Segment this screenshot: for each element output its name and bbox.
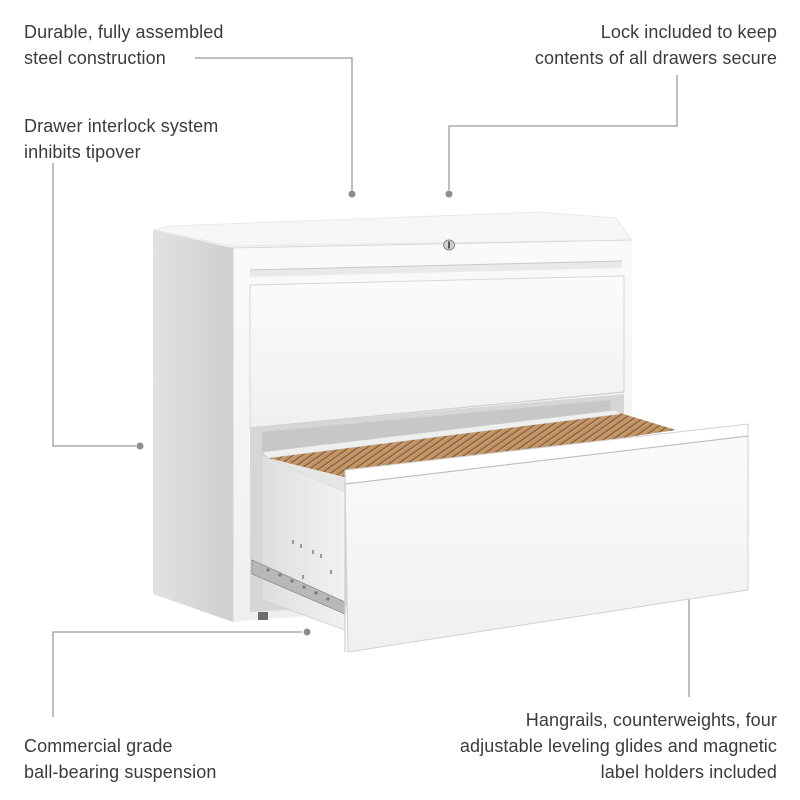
callout-features-line-2: adjustable leveling glides and magnetic bbox=[459, 736, 777, 756]
callout-interlock-line-1: Drawer interlock system bbox=[24, 116, 219, 136]
open-drawer bbox=[251, 409, 749, 653]
leader-lock bbox=[448, 75, 678, 190]
leader-dot-construction bbox=[348, 190, 356, 198]
leader-construction bbox=[195, 57, 353, 190]
leader-lines bbox=[52, 57, 690, 717]
top-drawer bbox=[249, 260, 625, 429]
lock-icon bbox=[443, 239, 455, 251]
callout-lock-line-2: contents of all drawers secure bbox=[534, 48, 777, 68]
callout-suspension-line-1: Commercial grade bbox=[24, 736, 173, 756]
callout-construction-line-2: steel construction bbox=[24, 48, 166, 68]
leader-suspension bbox=[52, 631, 302, 717]
hanging-folders bbox=[268, 413, 676, 478]
callout-construction-line-1: Durable, fully assembled bbox=[24, 22, 224, 42]
callout-features-line-1: Hangrails, counterweights, four bbox=[525, 710, 777, 730]
callout-suspension-line-2: ball-bearing suspension bbox=[24, 762, 217, 782]
leader-interlock bbox=[52, 163, 136, 447]
callout-interlock: Drawer interlock system inhibits tipover bbox=[24, 113, 218, 165]
callout-features: Hangrails, counterweights, four adjustab… bbox=[460, 707, 777, 785]
callout-interlock-line-2: inhibits tipover bbox=[24, 142, 141, 162]
callout-suspension: Commercial grade ball-bearing suspension bbox=[24, 733, 216, 785]
callout-construction: Durable, fully assembled steel construct… bbox=[24, 19, 224, 71]
leader-dot-interlock bbox=[136, 442, 144, 450]
callout-lock: Lock included to keep contents of all dr… bbox=[535, 19, 777, 71]
callout-features-line-3: label holders included bbox=[600, 762, 777, 782]
leader-dot-suspension bbox=[303, 628, 311, 636]
leader-dot-lock bbox=[445, 190, 453, 198]
cabinet-side bbox=[153, 230, 233, 622]
callout-lock-line-1: Lock included to keep bbox=[600, 22, 777, 42]
